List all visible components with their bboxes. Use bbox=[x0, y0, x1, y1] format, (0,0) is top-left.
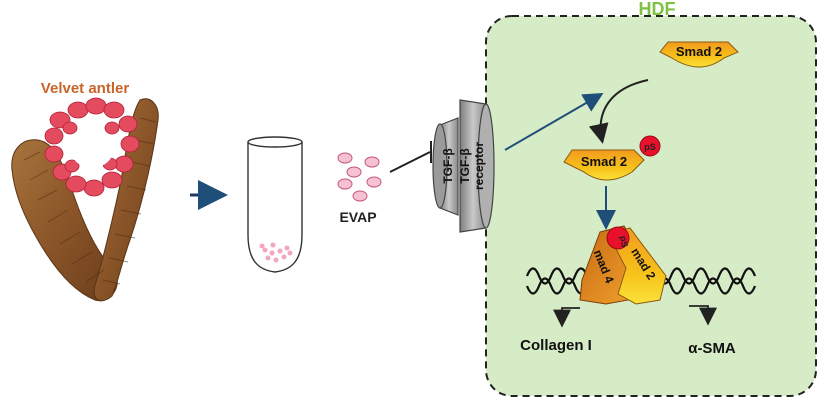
complex-phospho-site bbox=[606, 226, 630, 250]
tgf-beta-receptor bbox=[459, 99, 495, 233]
receptor-label-line1: TGF-β bbox=[458, 148, 472, 183]
velvet-antler-label: Velvet antler bbox=[41, 80, 130, 97]
tgf-beta-label: TGF-β bbox=[441, 148, 455, 183]
hdf-label: HDF bbox=[639, 0, 676, 19]
evap-vesicles bbox=[337, 152, 382, 202]
smad-complex: mad 4 mad 2 pS bbox=[579, 225, 667, 305]
collagen-transcription-arrow bbox=[553, 307, 580, 328]
phospho-label: pS bbox=[644, 142, 656, 152]
complex-phospho-label: pS bbox=[618, 235, 630, 248]
smad2-protein: Smad 2 bbox=[659, 41, 739, 68]
evap-label: EVAP bbox=[339, 209, 376, 225]
smad2-phospho-protein: Smad 2 bbox=[563, 149, 645, 181]
phospho-site: pS bbox=[639, 135, 661, 157]
inhibition-arrow bbox=[389, 141, 432, 173]
smad2-label: Smad 2 bbox=[676, 44, 722, 59]
receptor-label-line2: receptor bbox=[472, 142, 486, 190]
collagen-label: Collagen I bbox=[520, 337, 592, 354]
sma-transcription-arrow bbox=[689, 305, 717, 326]
signal-arrow bbox=[504, 92, 604, 151]
centrifuge-tube bbox=[247, 136, 303, 273]
phosphorylation-arrow bbox=[588, 79, 649, 144]
tgf-beta-ligand bbox=[432, 117, 459, 216]
velvet-antler-image bbox=[11, 97, 159, 302]
sma-label: α-SMA bbox=[688, 340, 736, 357]
smad2-p-label: Smad 2 bbox=[581, 154, 627, 169]
